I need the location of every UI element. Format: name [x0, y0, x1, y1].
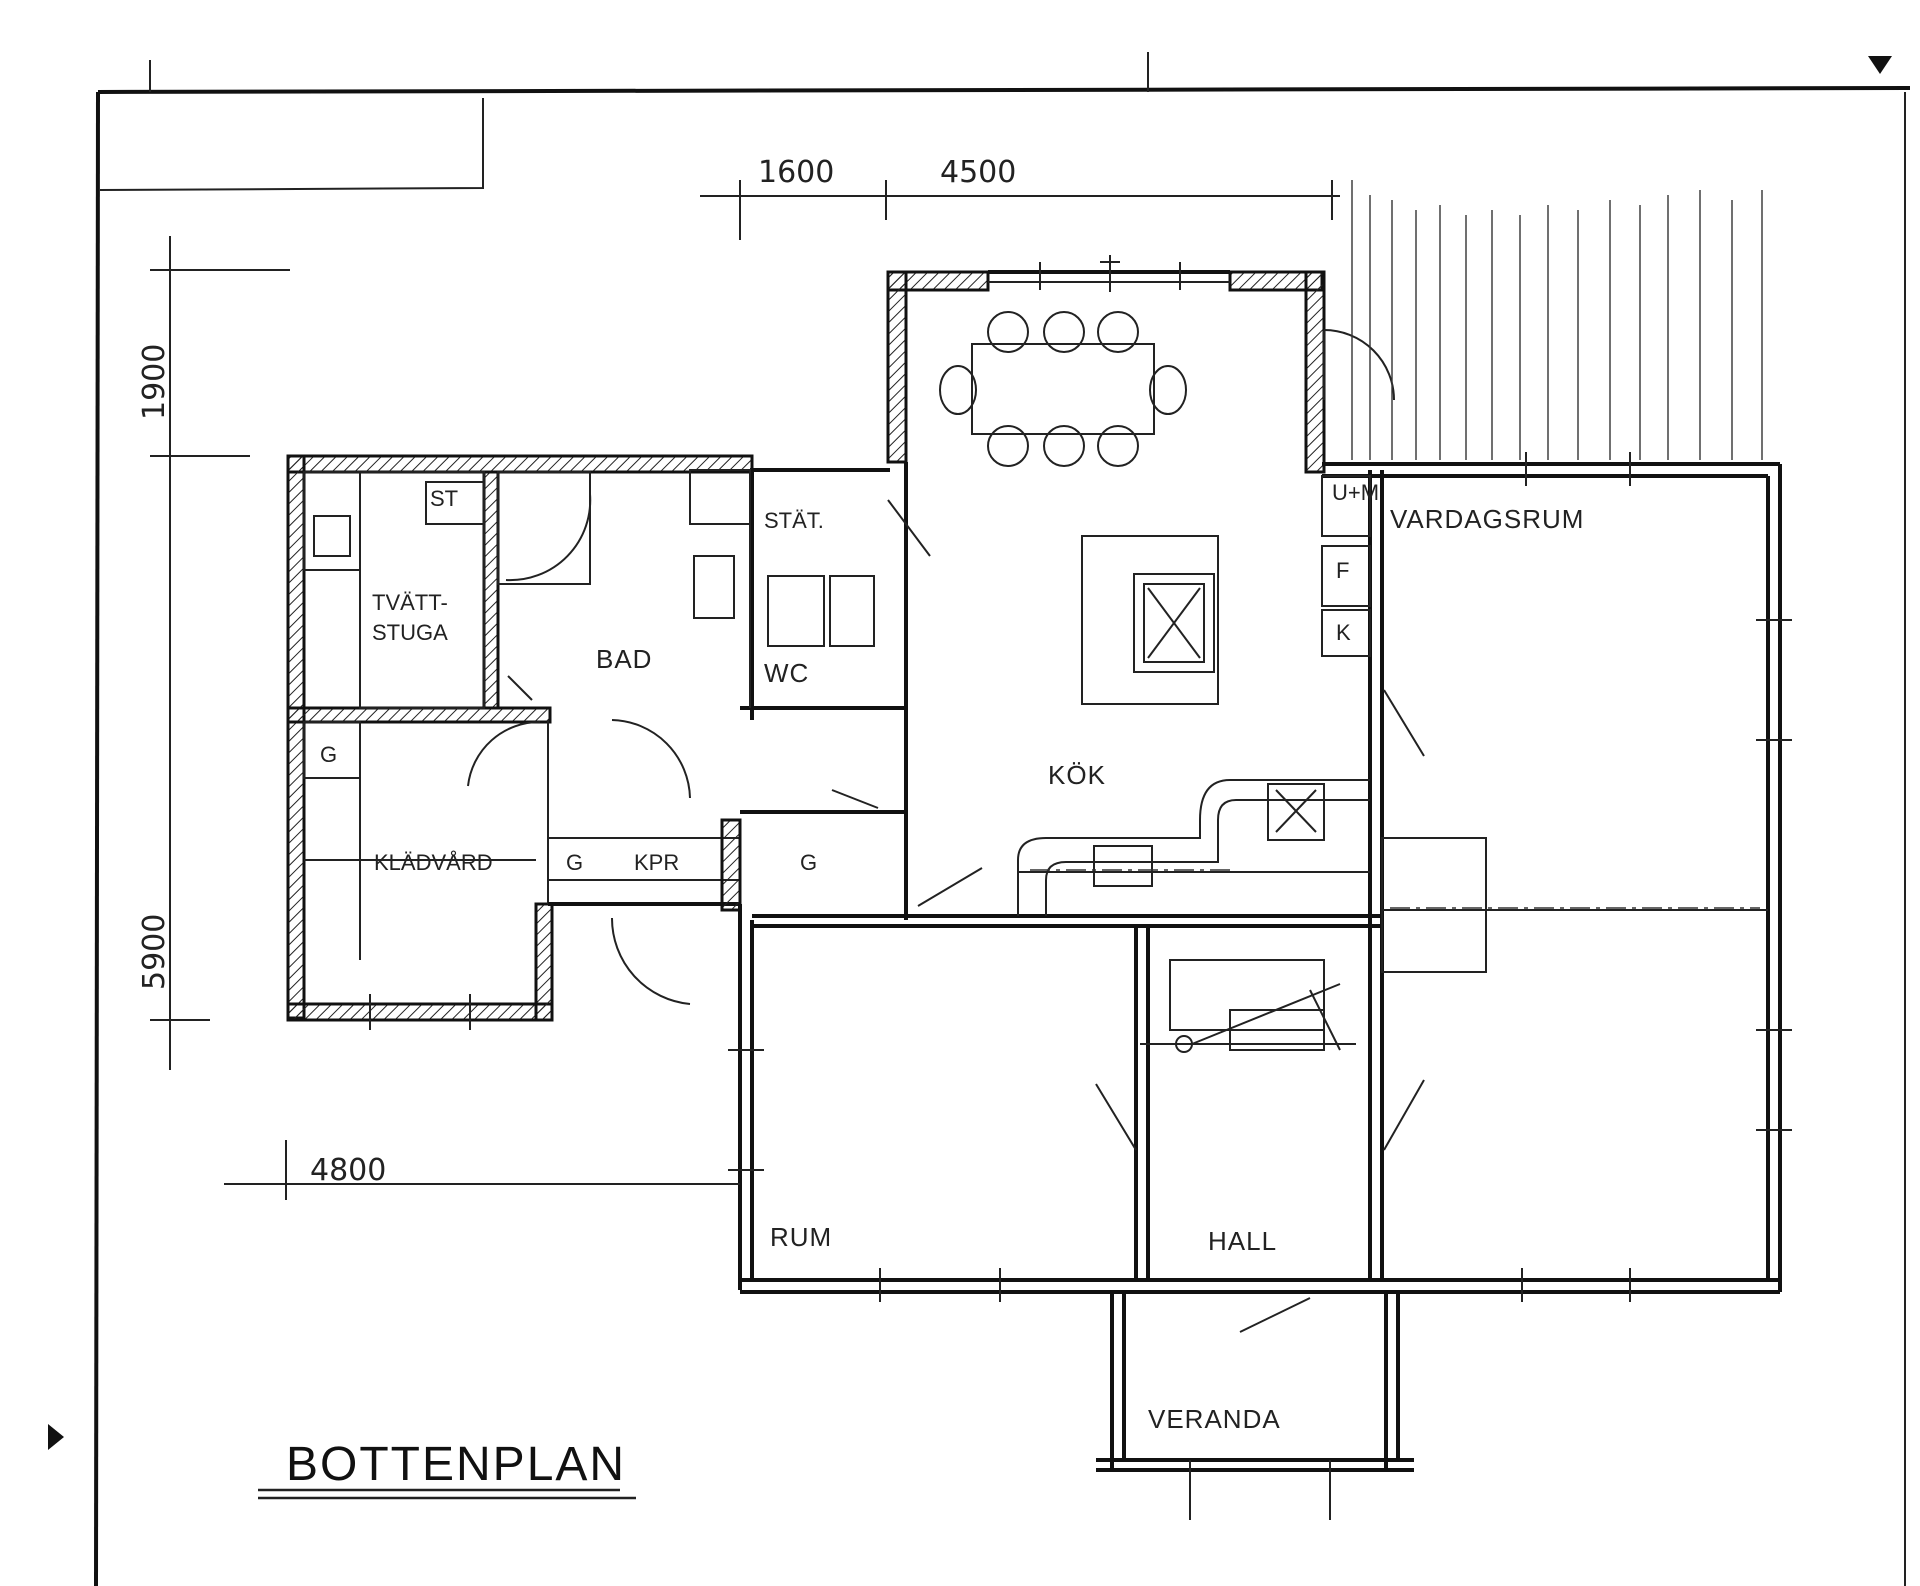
main-walls: [738, 462, 1782, 1294]
edge-marker-icon: [48, 1424, 64, 1450]
terrace-lines: [1351, 180, 1763, 460]
room-stat: STÄT.: [764, 508, 824, 533]
room-wc: WC: [764, 658, 809, 688]
room-tvattstuga-2: STUGA: [372, 620, 448, 645]
dim-4800: 4800: [310, 1153, 386, 1188]
utility-walls: [286, 454, 906, 1022]
fixture-k: K: [1336, 620, 1351, 645]
room-bad: BAD: [596, 644, 652, 674]
room-hall: HALL: [1208, 1226, 1277, 1256]
appliance-column: [1321, 475, 1371, 657]
room-vardagsrum: VARDAGSRUM: [1390, 504, 1584, 534]
fixture-um: U+M: [1332, 480, 1379, 505]
room-st: ST: [430, 486, 458, 511]
plan-title: BOTTENPLAN: [286, 1438, 626, 1491]
chimney-block: [1381, 837, 1768, 973]
laundry-fixtures: [303, 471, 485, 709]
room-kladvard: KLÄDVÅRD: [374, 850, 493, 875]
door-swing-terrace: [1323, 329, 1395, 401]
dim-1900: 1900: [137, 344, 172, 420]
dim-5900: 5900: [137, 914, 172, 990]
door-leaves: [831, 689, 1425, 1333]
kitchen-counter: [1017, 779, 1370, 916]
dim-4500: 4500: [940, 155, 1016, 190]
shower: [497, 471, 592, 701]
room-kok: KÖK: [1048, 760, 1106, 790]
dining-table: [939, 311, 1187, 467]
corner-marker-icon: [1868, 56, 1892, 74]
room-rum: RUM: [770, 1222, 832, 1252]
dim-1600: 1600: [758, 155, 834, 190]
staircase: [1140, 959, 1356, 1053]
fixture-g-2: G: [566, 850, 583, 875]
sheet-frame: [48, 52, 1911, 1586]
veranda: [1096, 1292, 1414, 1520]
fireplace: [1081, 535, 1219, 705]
fixture-f: F: [1336, 558, 1349, 583]
room-kpr: KPR: [634, 850, 679, 875]
room-tvattstuga-1: TVÄTT-: [372, 590, 448, 615]
dimension-lines: [150, 180, 1340, 1200]
window-marks: [369, 262, 1792, 1302]
wc-fixtures: [689, 469, 931, 708]
dressing-fixtures: [303, 719, 742, 1005]
fixture-g-3: G: [800, 850, 817, 875]
kitchen-walls: [886, 255, 1326, 920]
room-veranda: VERANDA: [1148, 1404, 1281, 1434]
fixture-g-1: G: [320, 742, 337, 767]
